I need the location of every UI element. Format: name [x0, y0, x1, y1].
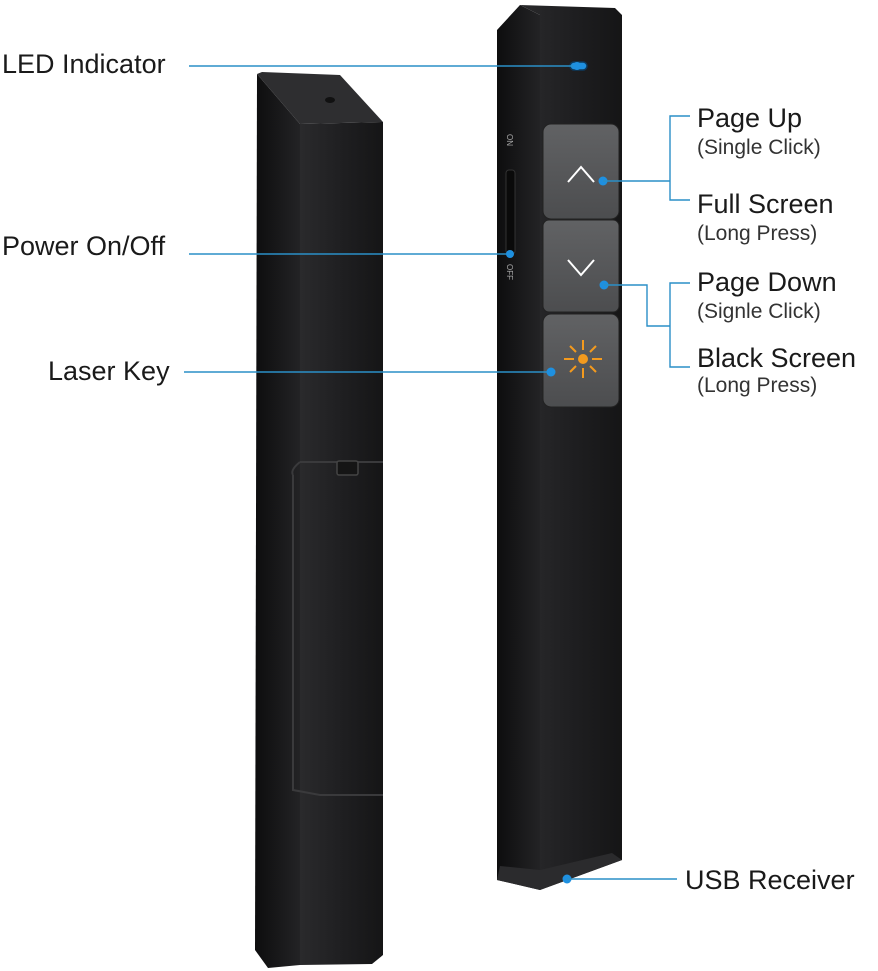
page-down-sub-label: (Signle Click): [697, 300, 821, 323]
callout-page-up: Page Up (Single Click) Full Screen (Long…: [598, 103, 834, 245]
page-up-label: Page Up: [697, 103, 802, 133]
led-indicator-label: LED Indicator: [2, 49, 166, 79]
laser-key-label: Laser Key: [48, 356, 170, 386]
chevron-down-icon: [567, 259, 595, 277]
callout-led: LED Indicator: [2, 49, 581, 79]
presenter-front-view: ON OFF: [497, 5, 622, 890]
full-screen-label: Full Screen: [697, 189, 834, 219]
callout-usb: USB Receiver: [562, 865, 855, 895]
page-down-label: Page Down: [697, 267, 837, 297]
black-screen-sub-label: (Long Press): [697, 374, 817, 397]
full-screen-sub-label: (Long Press): [697, 222, 817, 245]
battery-cover-latch: [336, 460, 359, 476]
lanyard-hole: [325, 97, 335, 103]
power-label: Power On/Off: [2, 231, 166, 261]
power-switch[interactable]: [505, 169, 516, 255]
switch-off-label: OFF: [505, 264, 514, 280]
callout-page-down: Page Down (Signle Click) Black Screen (L…: [599, 267, 856, 397]
usb-receiver-label: USB Receiver: [685, 865, 855, 895]
chevron-up-icon: [567, 165, 595, 183]
page-up-button[interactable]: [542, 123, 620, 220]
page-down-button[interactable]: [542, 219, 620, 313]
laser-sun-icon: [564, 340, 602, 378]
presenter-back-view: [255, 72, 383, 968]
page-up-sub-label: (Single Click): [697, 136, 821, 159]
callout-power: Power On/Off: [2, 231, 514, 261]
switch-on-label: ON: [505, 134, 514, 146]
callout-laser: Laser Key: [48, 356, 556, 386]
black-screen-label: Black Screen: [697, 343, 856, 373]
